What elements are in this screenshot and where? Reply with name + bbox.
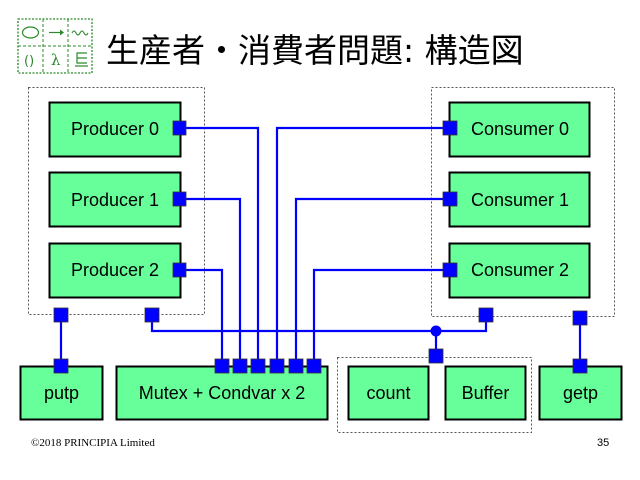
- svg-text:λ: λ: [51, 51, 61, 69]
- putp-label: putp: [44, 383, 79, 403]
- putp-node[interactable]: putp: [19, 365, 104, 421]
- getp-label: getp: [563, 383, 598, 403]
- count-node[interactable]: count: [347, 365, 430, 421]
- wire-consumer-2: [312, 268, 445, 366]
- producer-1-label: Producer 1: [71, 190, 159, 210]
- port-getp: [572, 358, 588, 374]
- slide-title: 生産者・消費者問題: 構造図: [106, 31, 524, 70]
- consumer-node[interactable]: Consumer 1: [448, 171, 591, 228]
- port-producer-2: [172, 262, 187, 278]
- wire-producer-2: [185, 268, 224, 366]
- producer-node[interactable]: Producer 1: [48, 171, 182, 228]
- port-consumer-0: [442, 120, 458, 136]
- port-mutex-4: [269, 358, 285, 374]
- mutex-label: Mutex + Condvar x 2: [139, 383, 306, 403]
- wire-consumer-1: [294, 197, 445, 366]
- port-producer-0: [172, 120, 187, 136]
- port-consumer-1: [442, 191, 458, 207]
- port-consumer-group-bus: [478, 307, 494, 323]
- port-buffer-group: [428, 348, 444, 364]
- svg-text:(): (): [24, 54, 34, 69]
- producer-node[interactable]: Producer 2: [48, 242, 182, 299]
- principia-logo-icon: () λ: [17, 18, 93, 74]
- count-label: count: [366, 383, 410, 403]
- buffer-node[interactable]: Buffer: [444, 365, 527, 421]
- port-putp: [53, 358, 69, 374]
- port-consumer-group-getp: [572, 310, 588, 326]
- bus-junction: [430, 325, 442, 337]
- port-mutex-2: [232, 358, 248, 374]
- port-mutex-1: [214, 358, 230, 374]
- wire-producer-0: [185, 126, 260, 366]
- wire-shared-bus: [150, 316, 488, 333]
- port-mutex-3: [250, 358, 266, 374]
- port-mutex-6: [306, 358, 322, 374]
- port-producer-1: [172, 191, 187, 207]
- page-number: 35: [597, 437, 610, 449]
- consumer-node[interactable]: Consumer 2: [448, 242, 591, 299]
- wire-consumer-0: [275, 126, 445, 366]
- producer-0-label: Producer 0: [71, 119, 159, 139]
- port-producer-group-bus: [144, 307, 160, 323]
- producer-2-label: Producer 2: [71, 260, 159, 280]
- consumer-group: [431, 87, 615, 317]
- mutex-node[interactable]: Mutex + Condvar x 2: [115, 365, 329, 421]
- consumer-node[interactable]: Consumer 0: [448, 101, 591, 158]
- port-consumer-2: [442, 262, 458, 278]
- producer-group: [28, 87, 205, 315]
- buffer-label: Buffer: [462, 383, 510, 403]
- consumer-2-label: Consumer 2: [471, 260, 569, 280]
- producer-node[interactable]: Producer 0: [48, 101, 182, 158]
- consumer-1-label: Consumer 1: [471, 190, 569, 210]
- getp-node[interactable]: getp: [538, 365, 623, 421]
- copyright: ©2018 PRINCIPIA Limited: [31, 437, 155, 449]
- wire-producer-1: [185, 197, 242, 366]
- port-producer-group-putp: [53, 307, 69, 323]
- port-mutex-5: [288, 358, 304, 374]
- consumer-0-label: Consumer 0: [471, 119, 569, 139]
